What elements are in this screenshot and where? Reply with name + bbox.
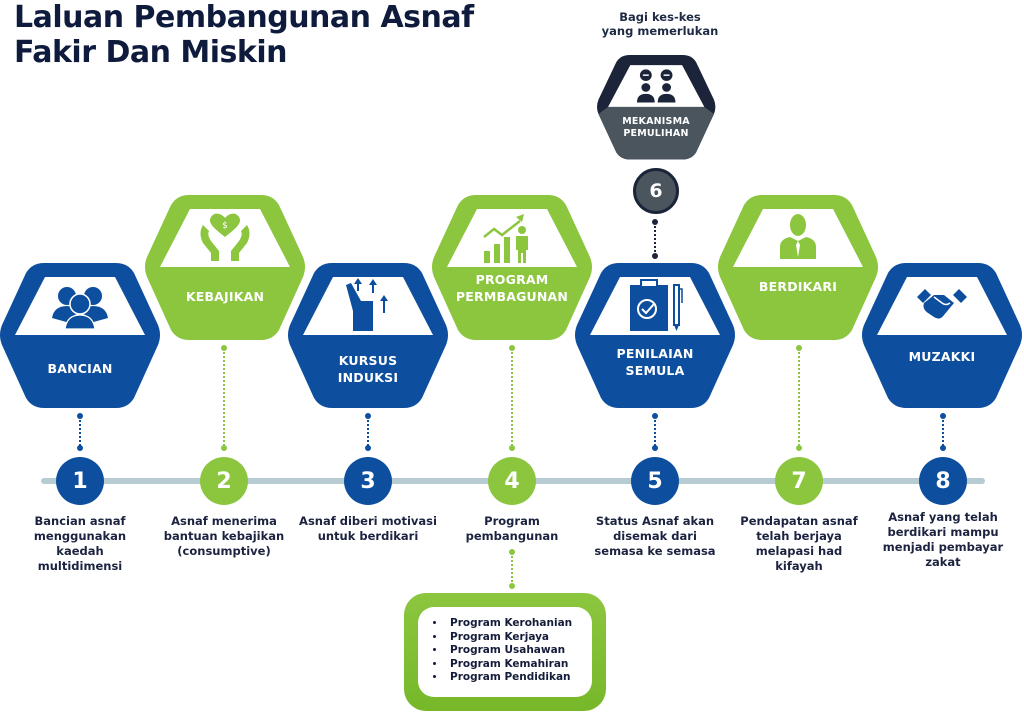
desc-line: melapasi had: [755, 544, 843, 558]
program-item: Program Kemahiran: [446, 658, 592, 672]
desc-line: Bancian asnaf: [34, 514, 126, 528]
hexagon-label-muzakki: MUZAKKI: [862, 348, 1022, 365]
title-line-2: Fakir Dan Miskin: [14, 35, 287, 70]
program-item: Program Kerjaya: [446, 631, 592, 645]
title-line-1: Laluan Pembangunan Asnaf: [14, 0, 474, 35]
programs-box-inner: Program Kerohanian Program Kerjaya Progr…: [418, 607, 592, 697]
desc-line: disemak dari: [613, 529, 697, 543]
step-number-4: 4: [488, 457, 536, 505]
connector-4: [509, 345, 515, 451]
desc-line: kifayah: [775, 559, 823, 573]
hexagon-label-kebajikan: KEBAJIKAN: [145, 288, 305, 305]
connector-3: [365, 413, 371, 451]
hexagon-kursus-induksi: [288, 263, 448, 408]
desc-line: menggunakan: [33, 529, 127, 543]
desc-line: zakat: [925, 555, 961, 569]
clipboard-check-pen-icon: [630, 279, 683, 331]
hexagon-label-bancian: BANCIAN: [0, 360, 160, 377]
recovery-note-line-1: Bagi kes-kes: [619, 10, 701, 24]
label-line-1: BERDIKARI: [758, 279, 838, 294]
desc-line: multidimensi: [37, 559, 123, 573]
page-title: Laluan Pembangunan Asnaf Fakir Dan Miski…: [14, 0, 474, 70]
connector-2: [221, 345, 227, 451]
step-number-5: 5: [631, 457, 679, 505]
group-people-icon: [52, 287, 108, 330]
hands-heart-dollar-icon: $: [200, 213, 250, 261]
step-number-6: 6: [633, 168, 679, 214]
step-description-2: Asnaf menerima bantuan kebajikan (consum…: [154, 514, 294, 559]
hexagon-muzakki: [862, 263, 1022, 408]
two-people-chat-icon: [636, 69, 676, 103]
desc-line: bantuan kebajikan: [163, 529, 285, 543]
hexagon-kebajikan: $: [145, 195, 305, 340]
desc-line: pembangunan: [465, 529, 559, 543]
desc-line: Asnaf diberi motivasi: [299, 514, 437, 528]
step-description-8: Asnaf yang telah berdikari mampu menjadi…: [873, 510, 1013, 570]
step-number-3: 3: [344, 457, 392, 505]
desc-line: untuk berdikari: [317, 529, 419, 543]
desc-line: (consumptive): [177, 544, 271, 558]
hexagon-berdikari: [718, 195, 878, 340]
connector-5: [652, 413, 658, 451]
connector-8: [940, 413, 946, 451]
recovery-note: Bagi kes-kes yang memerlukan: [590, 10, 730, 38]
handshake-icon: [917, 289, 967, 319]
desc-line: kaedah: [56, 544, 104, 558]
step-number-1: 1: [56, 457, 104, 505]
label-line-1: MUZAKKI: [908, 349, 976, 364]
desc-line: semasa ke semasa: [594, 544, 716, 558]
hexagon-bancian: [0, 263, 160, 408]
label-line-1: BANCIAN: [47, 361, 113, 376]
connector-1: [77, 413, 83, 451]
label-line-1: PROGRAM: [475, 272, 549, 287]
step-description-5: Status Asnaf akan disemak dari semasa ke…: [585, 514, 725, 559]
businessman-icon: [780, 214, 816, 259]
step-description-3: Asnaf diberi motivasi untuk berdikari: [293, 514, 443, 544]
program-item: Program Usahawan: [446, 644, 592, 658]
label-line-2: PEMULIHAN: [623, 128, 689, 139]
desc-line: Status Asnaf akan: [595, 514, 715, 528]
hexagon-program-pembangunan: [432, 195, 592, 340]
connectors: [77, 219, 946, 589]
desc-line: Asnaf menerima: [171, 514, 277, 528]
desc-line: Program: [484, 514, 540, 528]
desc-line: Asnaf yang telah: [888, 510, 998, 524]
hexagon-label-penilaian-semula: PENILAIAN SEMULA: [575, 345, 735, 379]
label-line-2: PERMBAGUNAN: [455, 289, 569, 304]
label-line-2: INDUKSI: [337, 370, 399, 385]
recovery-note-line-2: yang memerlukan: [601, 24, 719, 38]
hexagon-penilaian-semula: [575, 263, 735, 408]
hexagon-label-berdikari: BERDIKARI: [718, 278, 878, 295]
label-line-1: PENILAIAN: [616, 346, 694, 361]
svg-text:$: $: [222, 221, 228, 231]
raised-hand-arrows-icon: [346, 278, 388, 331]
step-number-8: 8: [919, 457, 967, 505]
step-description-1: Bancian asnaf menggunakan kaedah multidi…: [10, 514, 150, 574]
hexagon-label-mekanisma-pemulihan: MEKANISMA PEMULIHAN: [597, 116, 715, 140]
label-line-2: SEMULA: [625, 363, 685, 378]
desc-line: telah berjaya: [756, 529, 842, 543]
program-item: Program Kerohanian: [446, 617, 592, 631]
label-line-1: MEKANISMA: [622, 116, 690, 127]
program-item: Program Pendidikan: [446, 671, 592, 685]
growth-chart-person-icon: [483, 214, 528, 263]
step-description-7: Pendapatan asnaf telah berjaya melapasi …: [729, 514, 869, 574]
desc-line: menjadi pembayar: [882, 540, 1004, 554]
connector-7: [796, 345, 802, 451]
programs-list: Program Kerohanian Program Kerjaya Progr…: [418, 607, 592, 685]
step-number-2: 2: [200, 457, 248, 505]
hexagon-mekanisma-pemulihan: [597, 55, 716, 160]
desc-line: Pendapatan asnaf: [740, 514, 858, 528]
step-description-4: Program pembangunan: [442, 514, 582, 544]
connector-6: [652, 219, 658, 259]
connector-programs: [509, 549, 515, 589]
step-number-7: 7: [775, 457, 823, 505]
hexagon-label-kursus-induksi: KURSUS INDUKSI: [288, 352, 448, 386]
hexagon-label-program-pembangunan: PROGRAM PERMBAGUNAN: [432, 271, 592, 305]
desc-line: berdikari mampu: [887, 525, 999, 539]
label-line-1: KEBAJIKAN: [185, 289, 265, 304]
label-line-1: KURSUS: [338, 353, 398, 368]
programs-box: Program Kerohanian Program Kerjaya Progr…: [404, 593, 606, 711]
